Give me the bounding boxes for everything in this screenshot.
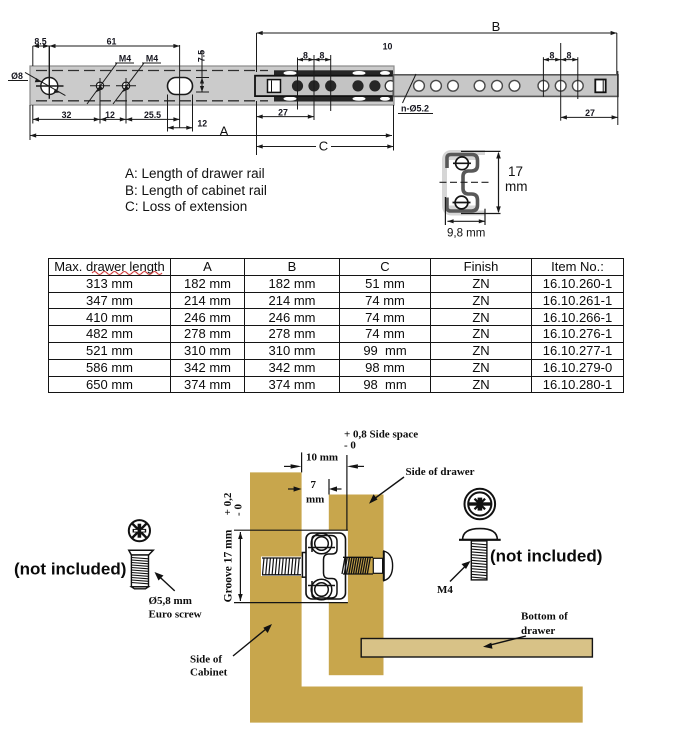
svg-text:mm: mm xyxy=(306,494,324,506)
svg-text:12: 12 xyxy=(197,119,207,129)
svg-text:B: B xyxy=(492,19,501,34)
svg-text:7.5: 7.5 xyxy=(197,50,207,62)
svg-text:+ 0,2: + 0,2 xyxy=(222,492,234,515)
svg-text:32: 32 xyxy=(62,110,72,120)
svg-text:27: 27 xyxy=(585,108,595,118)
svg-text:mm: mm xyxy=(505,179,528,194)
svg-text:C: C xyxy=(319,139,328,154)
svg-text:Ø5,8 mm: Ø5,8 mm xyxy=(149,595,192,607)
svg-text:Ø8: Ø8 xyxy=(11,71,23,81)
svg-text:12: 12 xyxy=(105,110,115,120)
svg-text:8: 8 xyxy=(320,50,325,60)
svg-text:27: 27 xyxy=(278,107,288,117)
svg-text:Cabinet: Cabinet xyxy=(190,667,228,679)
svg-text:Euro screw: Euro screw xyxy=(149,609,202,621)
svg-text:7: 7 xyxy=(311,479,317,491)
svg-text:10: 10 xyxy=(383,42,393,52)
svg-text:+ 0,8 Side space: + 0,8 Side space xyxy=(344,429,418,441)
svg-text:9,8 mm: 9,8 mm xyxy=(447,228,485,240)
svg-text:Side of: Side of xyxy=(190,654,222,666)
svg-text:n-Ø5.2: n-Ø5.2 xyxy=(401,104,429,114)
svg-text:Bottom of: Bottom of xyxy=(521,611,568,623)
svg-text:8: 8 xyxy=(566,50,571,60)
svg-text:- 0: - 0 xyxy=(233,504,245,516)
svg-text:drawer: drawer xyxy=(521,625,555,637)
svg-text:M4: M4 xyxy=(437,584,453,596)
svg-text:8: 8 xyxy=(550,50,555,60)
svg-text:61: 61 xyxy=(107,37,117,47)
svg-text:- 0: - 0 xyxy=(344,440,356,452)
svg-text:(not included): (not included) xyxy=(490,547,602,566)
svg-text:M4: M4 xyxy=(146,54,158,64)
svg-text:M4: M4 xyxy=(119,54,131,64)
svg-text:8: 8 xyxy=(303,50,308,60)
svg-text:17: 17 xyxy=(508,164,523,179)
svg-text:A: A xyxy=(220,123,229,138)
svg-text:Groove 17 mm: Groove 17 mm xyxy=(223,529,235,602)
svg-text:10 mm: 10 mm xyxy=(306,452,338,464)
svg-text:25.5: 25.5 xyxy=(144,110,161,120)
svg-text:Side of drawer: Side of drawer xyxy=(406,466,475,478)
svg-text:(not included): (not included) xyxy=(14,560,126,579)
svg-text:8.5: 8.5 xyxy=(34,37,46,47)
